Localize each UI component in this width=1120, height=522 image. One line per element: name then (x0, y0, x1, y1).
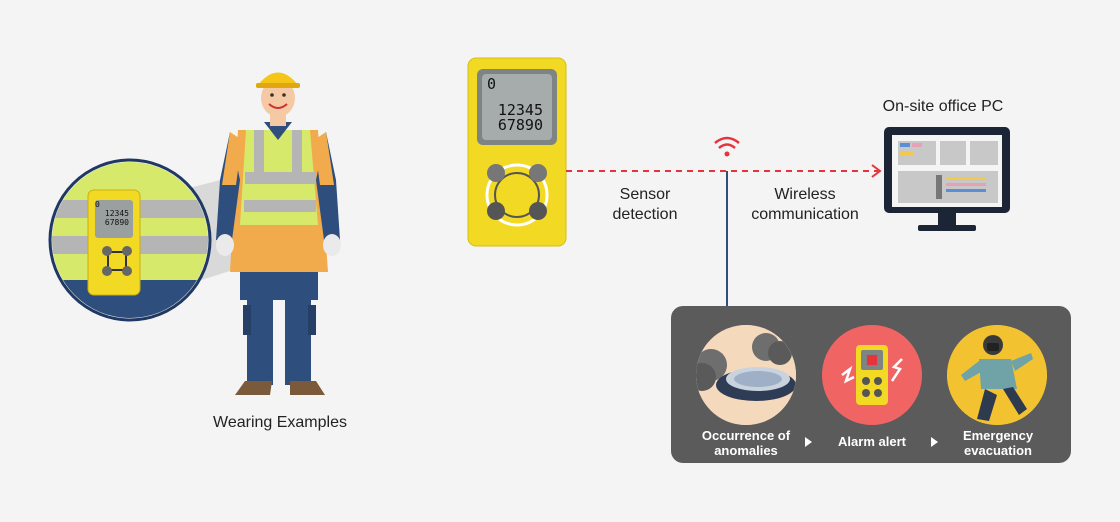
step-arrow-2 (931, 437, 938, 447)
wireless-communication-label: Wireless communication (751, 186, 859, 223)
evacuation-circle (947, 325, 1047, 425)
manhole-smoke-icon (696, 325, 796, 425)
large-display-line2: 12345 (497, 101, 543, 119)
alarm-device-icon (822, 325, 922, 425)
small-device-display: 0 12345 67890 (95, 200, 129, 227)
step-label-evacuation: Emergency evacuation (962, 428, 1034, 458)
desktop-monitor-icon (884, 127, 1010, 231)
worker-figure-icon (216, 72, 341, 395)
gas-detector-large (467, 57, 567, 247)
evacuating-person-icon (947, 325, 1047, 425)
sensor-detection-label: Sensor detection (612, 186, 678, 223)
connection-lines (566, 136, 882, 307)
small-display-line1: 0 (95, 200, 100, 209)
alarm-circle (822, 325, 922, 425)
step-arrow-1 (805, 437, 812, 447)
step-label-alarm: Alarm alert (838, 434, 906, 449)
gas-detector-icon (87, 189, 141, 296)
large-display-line1: 0 (487, 75, 497, 93)
office-pc-label: On-site office PC (882, 98, 1004, 115)
worker-illustration (48, 72, 341, 395)
large-device-display: 0 12345 67890 (487, 77, 543, 133)
anomaly-circle (696, 325, 796, 425)
wearing-examples-label: Wearing Examples (213, 414, 347, 431)
large-display-line3: 67890 (497, 116, 543, 134)
wifi-signal-icon (714, 136, 740, 157)
step-label-anomalies: Occurrence of anomalies (701, 428, 791, 458)
small-display-line3: 67890 (104, 218, 129, 227)
small-display-line2: 12345 (104, 209, 129, 218)
